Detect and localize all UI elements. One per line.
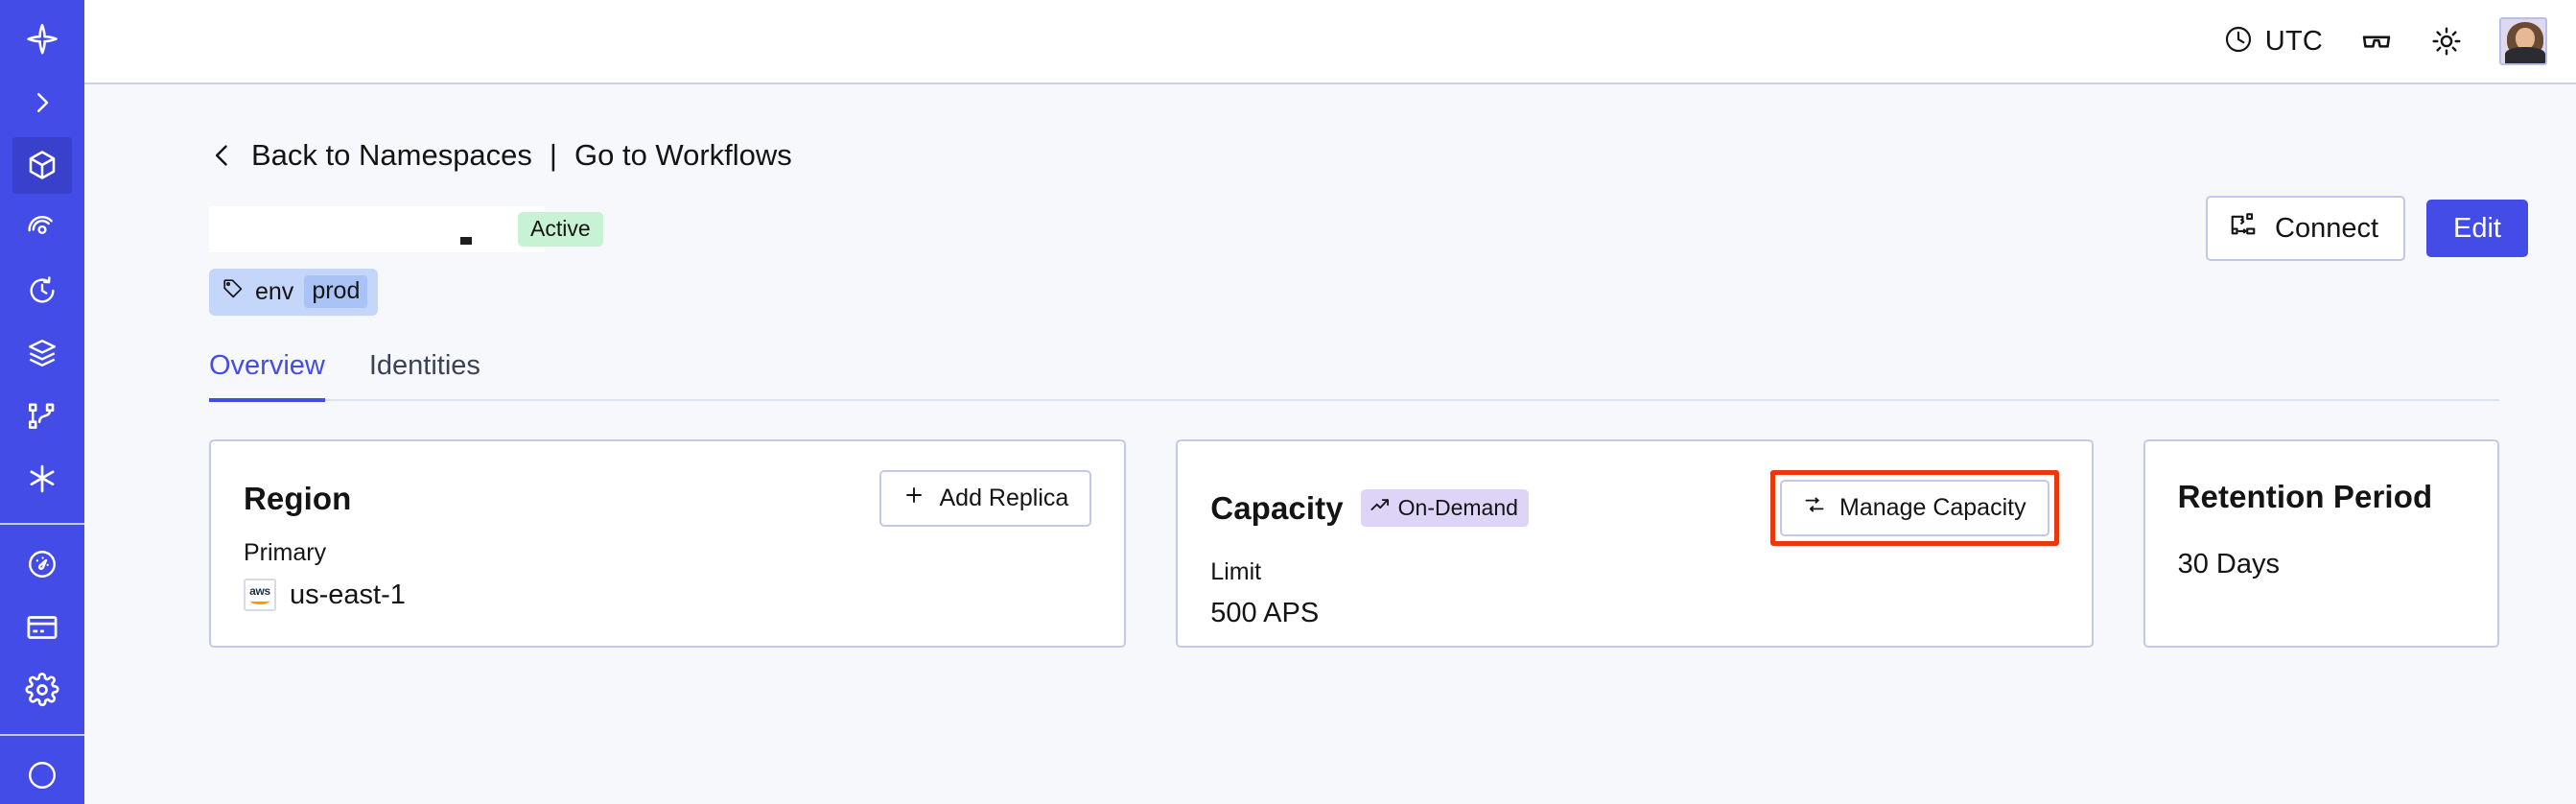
sidebar-item-usage[interactable]: [12, 536, 72, 593]
region-card-header: Region Add Replica: [244, 470, 1092, 527]
breadcrumb-separator: |: [549, 138, 557, 172]
aws-logo-icon: aws: [244, 579, 276, 611]
sun-icon[interactable]: [2430, 25, 2463, 58]
add-replica-button[interactable]: Add Replica: [879, 470, 1092, 527]
capacity-card-action: Manage Capacity: [1770, 470, 2059, 546]
sidebar-item-settings[interactable]: [12, 661, 72, 718]
region-value-row: aws us-east-1: [244, 579, 1091, 611]
retention-period-card: Retention Period 30 Days: [2143, 439, 2500, 648]
plus-icon: [902, 484, 925, 513]
chevron-left-icon[interactable]: [209, 139, 236, 172]
overview-cards: Region Add Replica: [209, 439, 2500, 648]
aws-logo-text: aws: [249, 584, 270, 598]
edit-button[interactable]: Edit: [2426, 199, 2528, 258]
tag-pill-env[interactable]: env prod: [209, 269, 379, 316]
region-value: us-east-1: [290, 579, 406, 610]
region-card-action: Add Replica: [879, 470, 1092, 527]
page-title: [209, 206, 545, 252]
title-truncation-mark: [460, 237, 472, 245]
sliders-icon: [1803, 493, 1826, 523]
retention-card-header: Retention Period: [2178, 470, 2465, 524]
glasses-icon[interactable]: [2359, 24, 2394, 59]
connect-button[interactable]: Connect: [2206, 196, 2406, 261]
capacity-mode-badge: On-Demand: [1360, 489, 1529, 527]
capacity-card-title: Capacity: [1210, 489, 1344, 526]
sidebar-item-nexus[interactable]: [12, 388, 72, 444]
region-card-title: Region: [244, 480, 352, 516]
sidebar-divider-1: [0, 522, 84, 525]
connect-button-label: Connect: [2275, 212, 2379, 244]
sidebar-item-batch-operations[interactable]: [12, 325, 72, 382]
add-replica-label: Add Replica: [939, 485, 1069, 511]
avatar[interactable]: [2499, 17, 2547, 65]
capacity-mode-label: On-Demand: [1397, 494, 1518, 520]
top-header-bar: UTC: [84, 0, 2576, 84]
timezone-label: UTC: [2264, 25, 2323, 57]
sidebar-item-workers[interactable]: [12, 450, 72, 507]
aws-logo-swoosh: [250, 598, 269, 604]
temporal-logo-icon[interactable]: [12, 13, 72, 67]
manage-capacity-label: Manage Capacity: [1839, 494, 2026, 521]
main-region: UTC: [84, 0, 2576, 804]
connect-flow-icon: [2229, 210, 2258, 247]
sidebar-item-namespaces[interactable]: [12, 136, 72, 195]
capacity-card: Capacity On-Demand: [1176, 439, 2094, 648]
namespace-tags: env prod: [209, 269, 2528, 316]
trending-up-icon: [1370, 495, 1391, 520]
region-card: Region Add Replica: [209, 439, 1127, 648]
manage-capacity-highlight: Manage Capacity: [1770, 470, 2059, 546]
timezone-selector[interactable]: UTC: [2223, 24, 2323, 59]
sidebar-item-help[interactable]: [12, 747, 72, 804]
tag-icon: [222, 277, 245, 307]
tab-bar: Overview Identities: [209, 350, 2499, 402]
capacity-card-header: Capacity On-Demand: [1210, 470, 2059, 546]
status-badge: Active: [518, 212, 603, 247]
tab-identities[interactable]: Identities: [368, 350, 480, 381]
primary-sidebar: [0, 0, 84, 804]
retention-card-title: Retention Period: [2177, 479, 2433, 514]
sidebar-divider-2: [0, 733, 84, 736]
clock-icon: [2223, 24, 2254, 59]
capacity-limit-value: 500 APS: [1210, 598, 1320, 628]
page-content: Back to Namespaces | Go to Workflows Act…: [84, 84, 2576, 804]
avatar-face: [2516, 28, 2535, 50]
back-to-namespaces-link[interactable]: Back to Namespaces: [251, 138, 532, 172]
sidebar-item-observability[interactable]: [12, 200, 72, 256]
breadcrumb: Back to Namespaces | Go to Workflows: [209, 138, 2528, 173]
sidebar-item-billing[interactable]: [12, 599, 72, 655]
go-to-workflows-link[interactable]: Go to Workflows: [574, 138, 792, 172]
header-actions: Connect Edit: [2206, 196, 2528, 261]
region-primary-label: Primary: [244, 539, 327, 566]
tag-key: env: [255, 277, 294, 305]
avatar-body: [2505, 47, 2545, 63]
expand-sidebar-icon[interactable]: [12, 75, 72, 131]
manage-capacity-button[interactable]: Manage Capacity: [1780, 480, 2049, 536]
tab-overview[interactable]: Overview: [209, 350, 325, 402]
tag-value: prod: [304, 275, 368, 308]
sidebar-item-schedules[interactable]: [12, 262, 72, 319]
capacity-limit-label: Limit: [1210, 558, 1262, 585]
retention-value: 30 Days: [2177, 549, 2280, 579]
namespace-title-row: Active: [209, 196, 2528, 261]
